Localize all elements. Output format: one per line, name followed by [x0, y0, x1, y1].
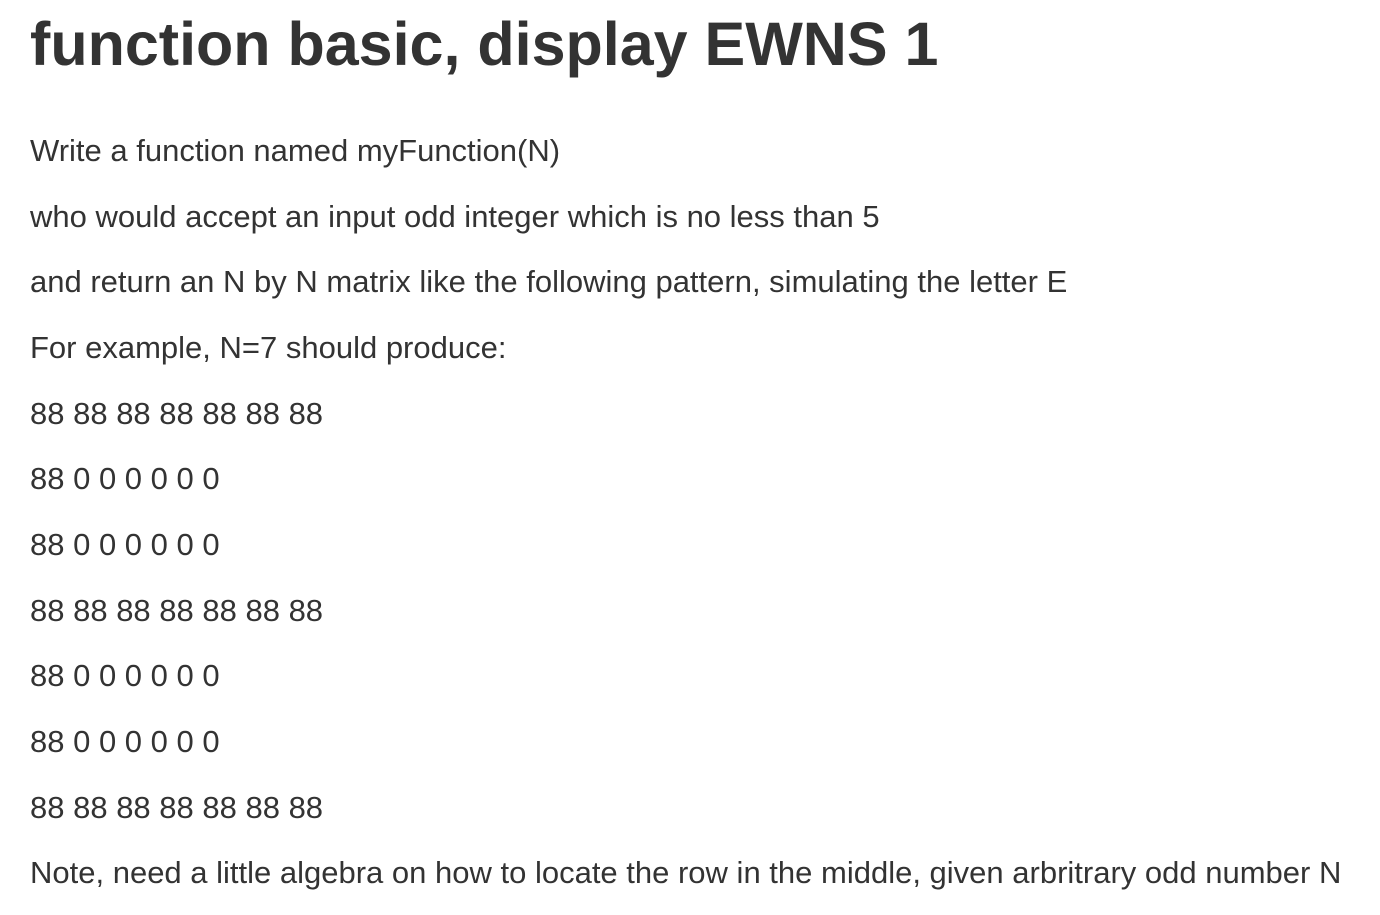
problem-document: { "page": { "title": "function basic, di… — [0, 9, 1380, 915]
note-line: Note, need a little algebra on how to lo… — [30, 855, 1342, 891]
intro-line-function-name: Write a function named myFunction(N) — [30, 133, 561, 169]
matrix-example: 88 88 88 88 88 88 88 88 0 0 0 0 0 0 88 0… — [30, 396, 1370, 825]
matrix-row: 88 0 0 0 0 0 0 — [30, 461, 220, 497]
matrix-row: 88 0 0 0 0 0 0 — [30, 723, 220, 759]
page-title: function basic, display EWNS 1 — [30, 10, 939, 78]
matrix-row: 88 0 0 0 0 0 0 — [30, 526, 220, 562]
intro-line-output-spec: and return an N by N matrix like the fol… — [30, 264, 1068, 300]
example-intro-line: For example, N=7 should produce: — [30, 330, 507, 366]
matrix-row: 88 88 88 88 88 88 88 — [30, 789, 324, 825]
intro-line-input-spec: who would accept an input odd integer wh… — [30, 198, 880, 234]
matrix-row: 88 0 0 0 0 0 0 — [30, 658, 220, 694]
document-content: function basic, display EWNS 1 Write a f… — [30, 9, 1370, 891]
matrix-row: 88 88 88 88 88 88 88 — [30, 592, 324, 628]
matrix-row: 88 88 88 88 88 88 88 — [30, 395, 324, 431]
